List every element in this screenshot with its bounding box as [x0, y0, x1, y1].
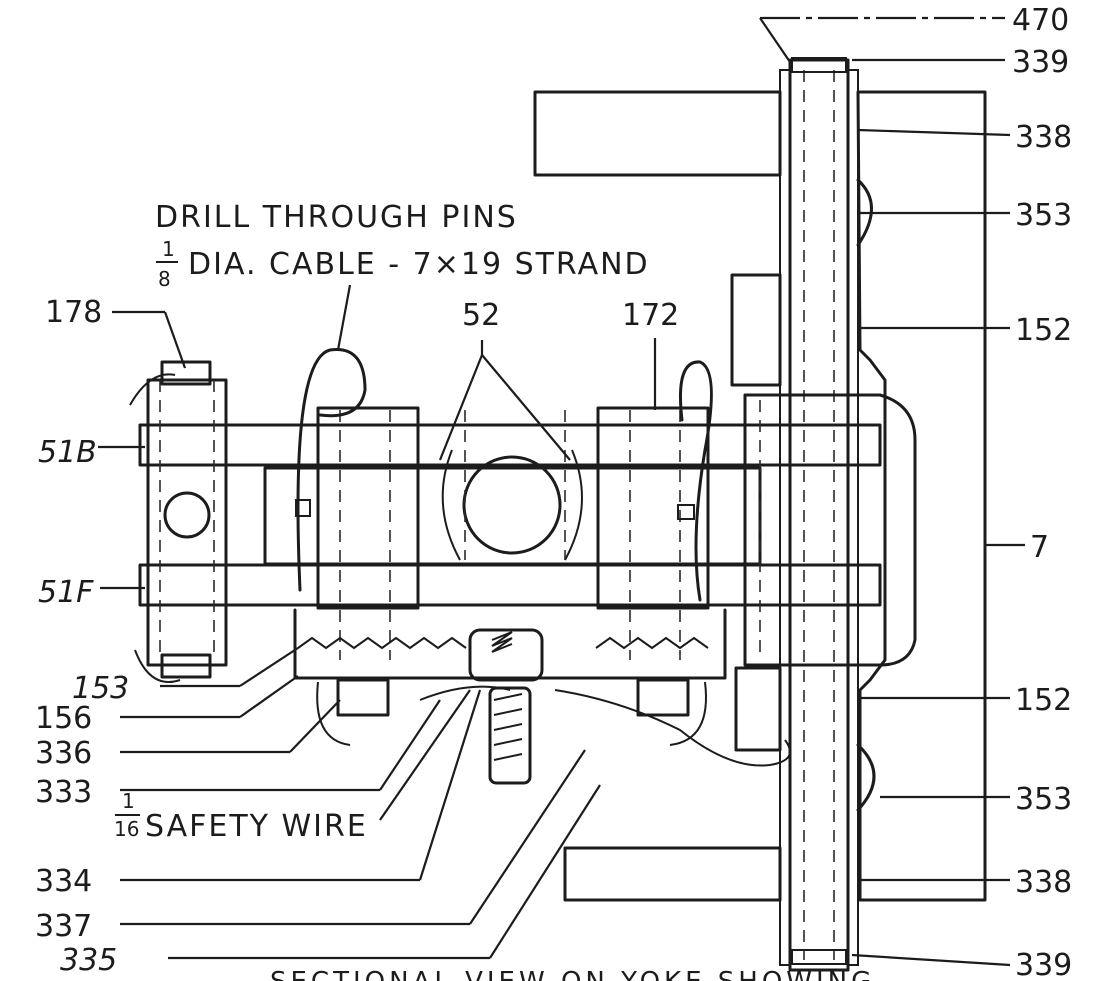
safety-wire-note: SAFETY WIRE	[145, 809, 368, 844]
label-333: 333	[35, 775, 92, 810]
label-337: 337	[35, 909, 92, 944]
caption: SECTIONAL VIEW ON YOKE SHOWING	[270, 967, 875, 981]
label-336: 336	[35, 736, 92, 771]
label-156: 156	[35, 701, 92, 736]
label-51B: 51B	[38, 435, 97, 470]
label-152-top: 152	[1015, 313, 1072, 348]
cable-note: DIA. CABLE - 7×19 STRAND	[188, 247, 650, 282]
vertical-pin-470	[779, 57, 876, 972]
label-178: 178	[45, 295, 102, 330]
label-7: 7	[1030, 530, 1049, 565]
safety-cable	[129, 348, 791, 767]
cable-fraction-num: 1	[162, 237, 175, 261]
label-152-bot: 152	[1015, 683, 1072, 718]
lock-plate-153	[293, 608, 727, 785]
center-block-52	[263, 400, 762, 660]
label-338-top: 338	[1015, 120, 1072, 155]
label-335: 335	[60, 943, 117, 978]
label-51F: 51F	[38, 575, 94, 610]
label-334: 334	[35, 864, 92, 899]
wire-fraction-num: 1	[122, 789, 135, 813]
label-353-bot: 353	[1015, 782, 1072, 817]
label-339-bot: 339	[1015, 948, 1072, 981]
label-153: 153	[72, 671, 129, 706]
drill-note: DRILL THROUGH PINS	[155, 200, 518, 235]
label-338-bot: 338	[1015, 865, 1072, 900]
cable-fraction-den: 8	[158, 267, 171, 291]
label-339-top: 339	[1012, 45, 1069, 80]
yoke-bars	[138, 360, 917, 679]
label-52: 52	[462, 298, 500, 333]
label-172: 172	[622, 298, 679, 333]
label-353-top: 353	[1015, 198, 1072, 233]
wire-fraction-den: 16	[114, 817, 139, 841]
label-470: 470	[1012, 3, 1069, 38]
